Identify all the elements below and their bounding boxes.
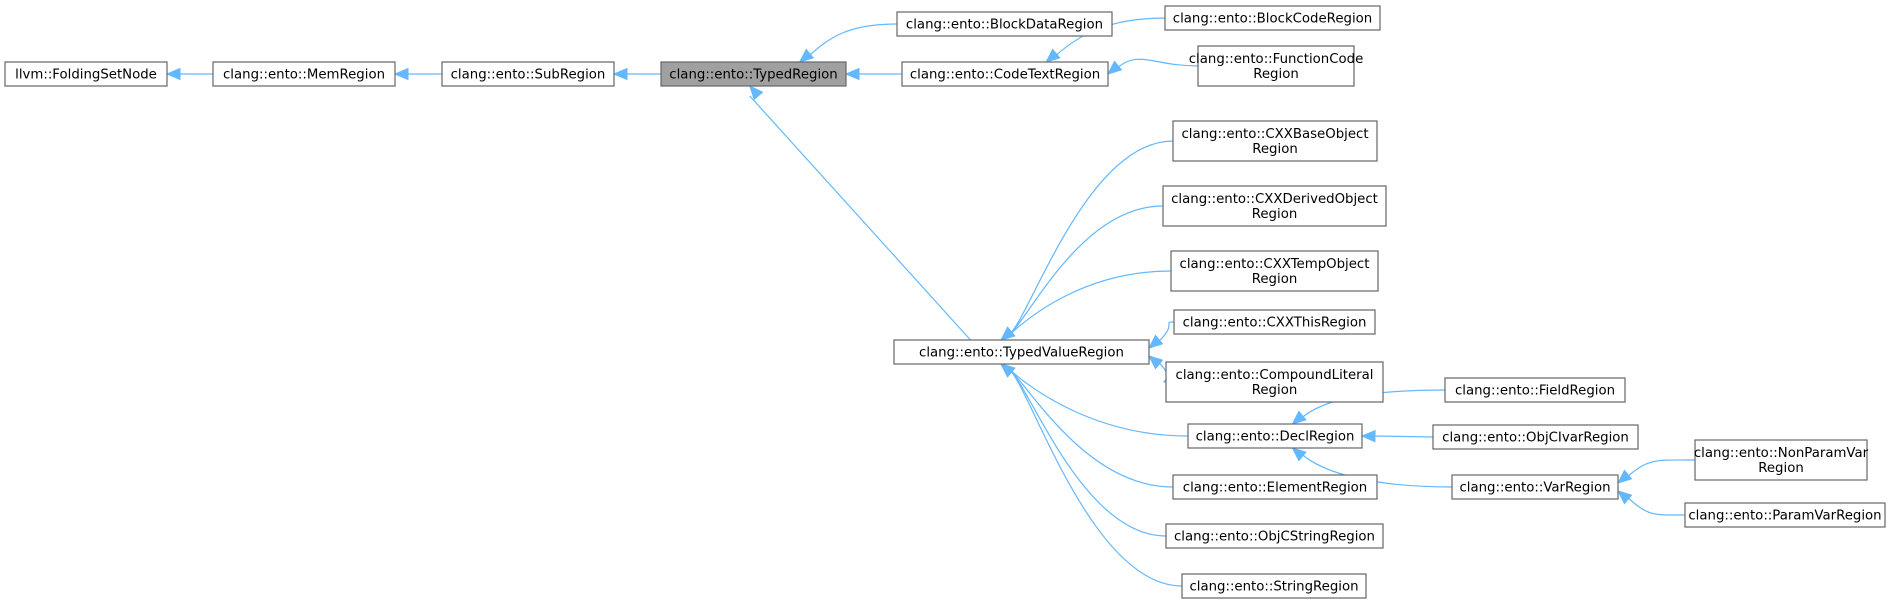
class-node-label: clang::ento::MemRegion: [223, 68, 385, 83]
class-node-box: [1694, 439, 1868, 481]
class-node-label: clang::ento::CXXTempObject: [1180, 257, 1370, 272]
class-node-box: [1451, 474, 1619, 500]
class-node-label: clang::ento::SubRegion: [451, 68, 606, 83]
class-node-label: clang::ento::VarRegion: [1459, 481, 1610, 496]
class-node-label: clang::ento::BlockDataRegion: [906, 18, 1103, 33]
inheritance-edge: [1617, 490, 1686, 516]
inheritance-edge: [1000, 270, 1172, 341]
class-node-label: clang::ento::CXXDerivedObject: [1171, 192, 1378, 207]
class-node-label: Region: [1758, 461, 1804, 476]
class-node-box: [1684, 502, 1886, 528]
inheritance-edge: [1148, 321, 1175, 349]
class-node-box: [1187, 423, 1363, 449]
class-node-label: clang::ento::StringRegion: [1189, 580, 1358, 595]
inheritance-edge: [1148, 355, 1168, 383]
class-node-label: clang::ento::ObjCStringRegion: [1174, 530, 1375, 545]
class-node-label: clang::ento::FieldRegion: [1455, 384, 1615, 399]
class-node-box: [1181, 573, 1367, 599]
inheritance-edge: [393, 67, 442, 81]
class-node-fieldregion[interactable]: clang::ento::FieldRegion: [1444, 377, 1626, 403]
inheritance-edge: [1617, 459, 1696, 484]
class-node-label: llvm::FoldingSetNode: [15, 68, 157, 83]
class-node-label: clang::ento::BlockCodeRegion: [1173, 12, 1372, 27]
class-node-box: [1162, 185, 1387, 227]
class-node-objcstringregion[interactable]: clang::ento::ObjCStringRegion: [1165, 523, 1384, 549]
nodes-layer: llvm::FoldingSetNode clang::ento::MemRegi…: [4, 5, 1886, 599]
class-node-label: Region: [1252, 142, 1298, 157]
class-node-label: clang::ento::TypedRegion: [669, 68, 837, 83]
class-node-label: clang::ento::CodeTextRegion: [910, 68, 1100, 83]
class-node-box: [901, 61, 1109, 87]
class-node-box: [1197, 45, 1355, 87]
class-node-typedvalueregion[interactable]: clang::ento::TypedValueRegion: [893, 339, 1150, 365]
class-node-codetextregion[interactable]: clang::ento::CodeTextRegion: [901, 61, 1109, 87]
class-node-cxxthisregion[interactable]: clang::ento::CXXThisRegion: [1173, 309, 1376, 335]
class-node-memregion[interactable]: clang::ento::MemRegion: [212, 61, 396, 87]
class-node-paramvarregion[interactable]: clang::ento::ParamVarRegion: [1684, 502, 1886, 528]
class-node-label: clang::ento::CXXBaseObject: [1181, 127, 1368, 142]
class-node-label: clang::ento::ObjCIvarRegion: [1442, 431, 1629, 446]
class-node-label: Region: [1252, 383, 1298, 398]
class-node-label: clang::ento::TypedValueRegion: [919, 346, 1124, 361]
class-node-box: [660, 61, 847, 87]
class-node-box: [1444, 377, 1626, 403]
class-node-box: [1173, 309, 1376, 335]
class-node-box: [896, 11, 1113, 37]
class-node-declregion[interactable]: clang::ento::DeclRegion: [1187, 423, 1363, 449]
class-node-label: clang::ento::ParamVarRegion: [1688, 509, 1881, 524]
inheritance-edge: [798, 23, 898, 63]
inheritance-edge: [844, 67, 902, 81]
class-node-label: Region: [1252, 207, 1298, 222]
class-node-box: [1432, 424, 1639, 450]
class-node-objcivarregion[interactable]: clang::ento::ObjCIvarRegion: [1432, 424, 1639, 450]
class-node-subregion[interactable]: clang::ento::SubRegion: [441, 61, 615, 87]
class-node-label: Region: [1252, 272, 1298, 287]
class-node-box: [893, 339, 1150, 365]
inheritance-edge: [612, 67, 661, 81]
class-node-box: [4, 61, 168, 87]
inheritance-edge: [165, 67, 213, 81]
class-node-box: [1172, 120, 1378, 162]
inheritance-edge: [748, 85, 971, 341]
inheritance-edge: [1000, 363, 1183, 587]
class-node-label: clang::ento::CompoundLiteral: [1176, 368, 1374, 383]
class-node-label: clang::ento::NonParamVar: [1694, 446, 1869, 461]
inheritance-edge: [1000, 140, 1174, 341]
class-node-label: clang::ento::ElementRegion: [1183, 481, 1367, 496]
class-node-elementregion[interactable]: clang::ento::ElementRegion: [1172, 474, 1378, 500]
class-node-varregion[interactable]: clang::ento::VarRegion: [1451, 474, 1619, 500]
class-node-label: clang::ento::FunctionCode: [1189, 52, 1364, 67]
class-node-box: [1172, 474, 1378, 500]
inheritance-edge: [1107, 58, 1199, 75]
class-node-box: [1165, 361, 1384, 403]
class-node-blockdataregion[interactable]: clang::ento::BlockDataRegion: [896, 11, 1113, 37]
class-node-stringregion[interactable]: clang::ento::StringRegion: [1181, 573, 1367, 599]
class-node-box: [1170, 250, 1379, 292]
inheritance-edge: [1360, 429, 1434, 443]
class-node-box: [1165, 523, 1384, 549]
class-node-label: clang::ento::DeclRegion: [1196, 430, 1355, 445]
edges-layer: [165, 17, 1696, 587]
class-node-box: [212, 61, 396, 87]
class-node-blockcoderegion[interactable]: clang::ento::BlockCodeRegion: [1164, 5, 1381, 31]
class-node-label: Region: [1253, 67, 1299, 82]
class-node-label: clang::ento::CXXThisRegion: [1183, 316, 1367, 331]
inheritance-edge: [1000, 363, 1174, 488]
class-node-llvm-foldingsetnode[interactable]: llvm::FoldingSetNode: [4, 61, 168, 87]
class-node-box: [441, 61, 615, 87]
class-node-box: [1164, 5, 1381, 31]
class-node-typedregion[interactable]: clang::ento::TypedRegion: [660, 61, 847, 87]
